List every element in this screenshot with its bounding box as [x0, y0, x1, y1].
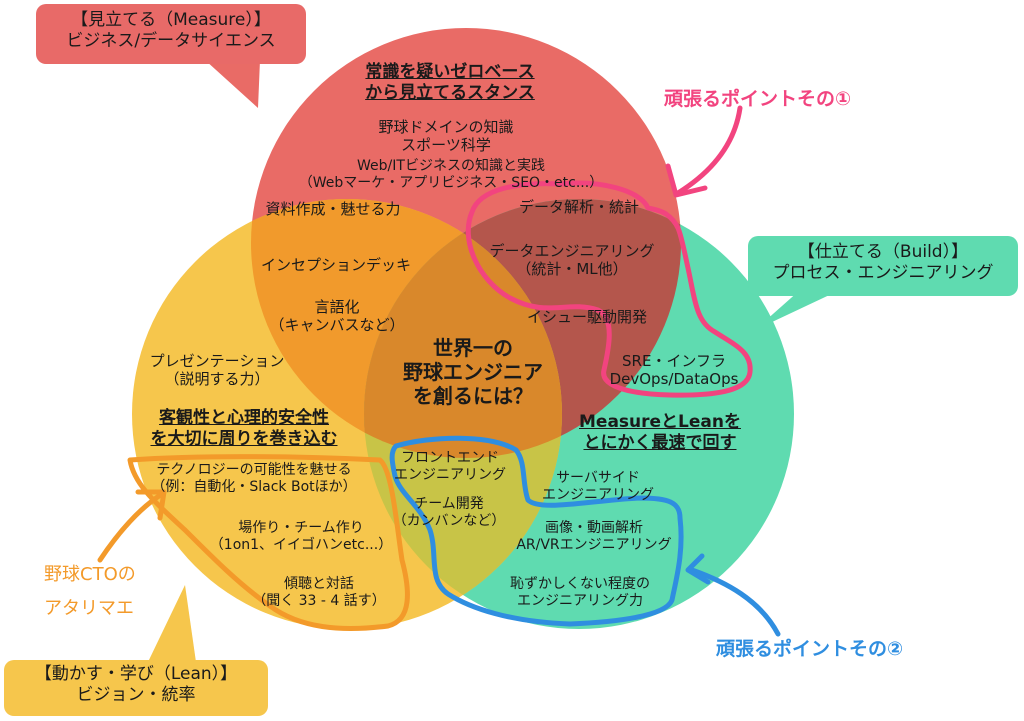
lean-box-line1: 【動かす・学び（Lean）】 — [34, 664, 238, 684]
lean-build-item-team-dev: チーム開発（カンバンなど） — [392, 496, 506, 530]
lean-item-technology: テクノロジーの可能性を魅せる（例：自動化・Slack Botほか） — [151, 462, 357, 496]
lean-heading: 客観性と心理的安全性を大切に周りを巻き込む — [150, 408, 338, 449]
lean-box-line2: ビジョン・統率 — [76, 685, 196, 706]
pink-arrow-head — [665, 163, 708, 198]
pink-highlight-loop — [465, 180, 753, 398]
measure-lean-item-inception-deck: インセプションデッキ — [260, 256, 411, 274]
build-box-line1: 【仕立てる（Build）】 — [797, 242, 969, 262]
measure-heading: 常識を疑いゼロベースから見立てるスタンス — [365, 62, 535, 103]
measure-callout-box: 【見立てる（Measure）】 ビジネス/データサイエンス — [36, 4, 306, 64]
point1-label: 頑張るポイントその① — [664, 88, 852, 110]
measure-item-materials: 資料作成・魅せる力 — [265, 200, 401, 218]
triple-overlap — [364, 199, 562, 458]
pink-arrow — [675, 105, 743, 196]
lean-item-team-building: 場作り・チーム作り（1on1、イイゴハンetc...） — [209, 520, 393, 554]
measure-build-item-issue-driven: イシュー駆動開発 — [526, 308, 647, 326]
point2-label: 頑張るポイントその② — [716, 638, 904, 660]
blue-arrow-head — [685, 553, 711, 585]
build-item-server-side: サーバサイドエンジニアリング — [542, 470, 654, 504]
center-question: 世界一の野球エンジニアを創るには？ — [403, 336, 543, 408]
build-callout-pointer — [755, 290, 840, 330]
build-box-line2: プロセス・エンジニアリング — [772, 263, 994, 284]
build-callout-box: 【仕立てる（Build）】 プロセス・エンジニアリング — [748, 236, 1018, 296]
measure-build-item-data-engineering: データエンジニアリング（統計・ML他） — [489, 242, 655, 279]
measure-item-web-business: Web/ITビジネスの知識と実践（Webマーケ・アプリビジネス・SEO・etc.… — [298, 158, 604, 192]
build-heading: MeasureとLeanをとにかく最速で回す — [579, 412, 741, 453]
measure-box-line1: 【見立てる（Measure）】 — [71, 10, 271, 30]
blue-highlight-loop — [389, 435, 684, 627]
lean-callout-pointer — [148, 585, 196, 662]
lean-item-presentation: プレゼンテーション（説明する力） — [149, 352, 285, 389]
orange-highlight-loop — [127, 454, 410, 631]
orange-arrow-head — [135, 489, 167, 521]
cto-label-line1: 野球CTOの — [44, 564, 136, 585]
build-item-engineering-skill: 恥ずかしくない程度のエンジニアリング力 — [510, 576, 650, 610]
blue-arrow — [689, 567, 781, 637]
lean-callout-box: 【動かす・学び（Lean）】 ビジョン・統率 — [4, 660, 268, 716]
measure-box-line2: ビジネス/データサイエンス — [66, 31, 276, 52]
lean-build-item-frontend: フロントエンドエンジニアリング — [394, 450, 506, 484]
measure-item-domain: 野球ドメインの知識スポーツ科学 — [378, 118, 514, 155]
measure-lean-item-verbalization: 言語化（キャンバスなど） — [269, 298, 405, 335]
cto-label-line2: アタリマエ — [44, 598, 134, 619]
measure-callout-pointer — [205, 60, 260, 108]
measure-item-data-analysis: データ解析・統計 — [518, 198, 639, 216]
orange-arrow — [97, 491, 165, 563]
lean-item-listening: 傾聴と対話（聞く 33 - 4 話す） — [252, 576, 386, 610]
